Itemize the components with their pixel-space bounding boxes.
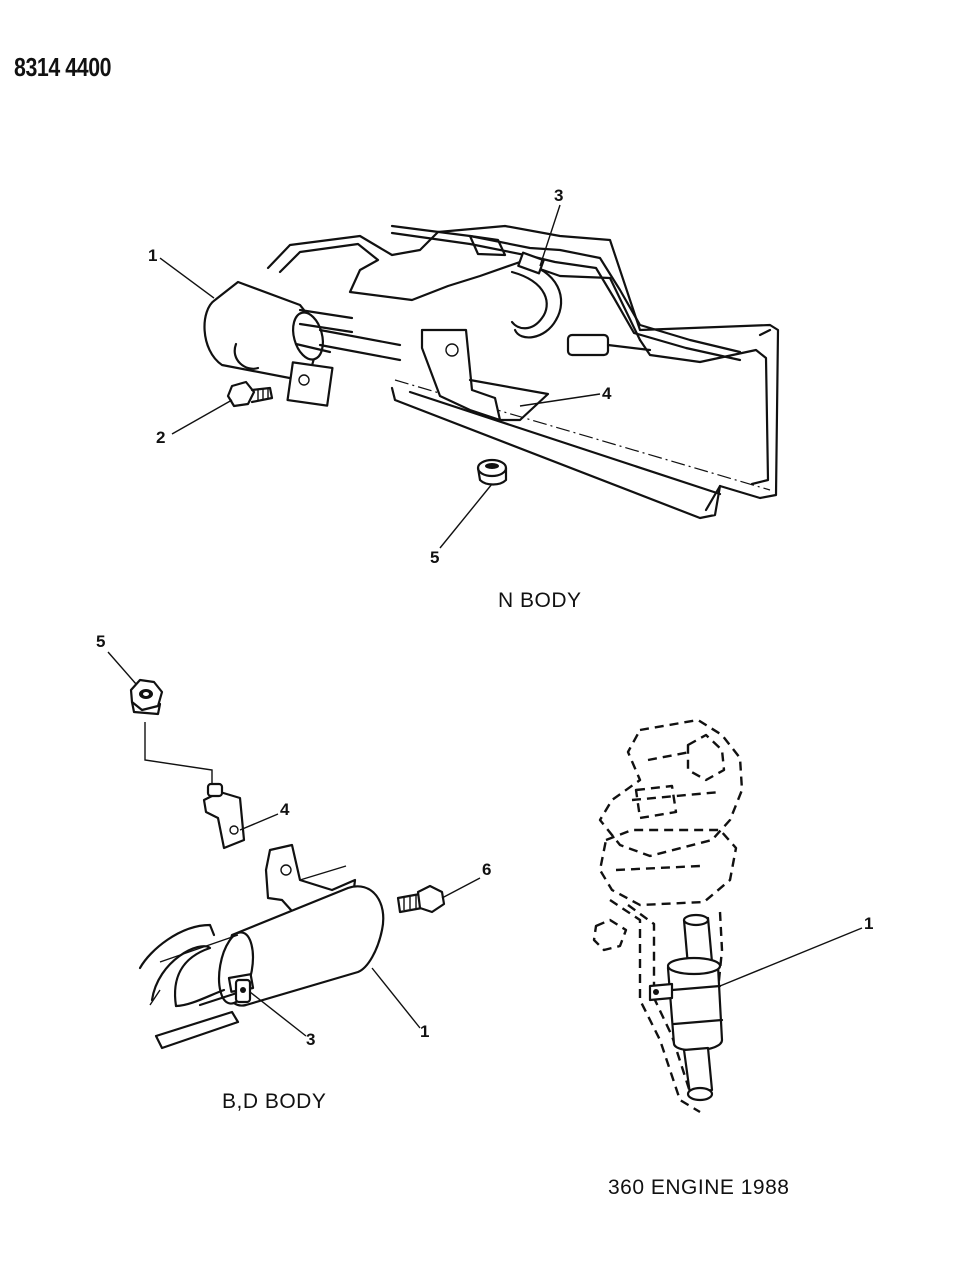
- engine-filter: [648, 913, 724, 1102]
- hose-loop: [510, 251, 563, 339]
- bracket: [420, 328, 550, 422]
- callout-bd-6: 6: [482, 860, 492, 879]
- caption-bd-body: B,D BODY: [222, 1090, 327, 1113]
- bolt-6: [396, 884, 446, 914]
- engine-leader: [719, 927, 863, 987]
- callout-n-4: 4: [602, 384, 612, 403]
- callout-bd-4: 4: [280, 800, 290, 819]
- callout-n-3: 3: [554, 186, 564, 205]
- caption-engine: 360 ENGINE 1988: [608, 1176, 790, 1199]
- callout-n-2: 2: [156, 428, 166, 447]
- bd-body-view: [107, 651, 481, 1050]
- nut-5: [129, 678, 164, 716]
- callout-bd-5: 5: [96, 632, 106, 651]
- bracket-4: [202, 782, 246, 850]
- stud-leader: [144, 722, 213, 784]
- n-body-leaders: [159, 204, 601, 549]
- diagram-code: 8314 4400: [14, 52, 112, 82]
- callout-engine-1: 1: [864, 914, 874, 933]
- callout-n-5: 5: [430, 548, 440, 567]
- connector: [566, 333, 652, 357]
- clamp-3: [234, 978, 252, 1004]
- engine-view: [592, 718, 863, 1114]
- bd-body-leaders: [107, 651, 481, 1037]
- callout-bd-3: 3: [306, 1030, 316, 1049]
- frame-rail: [266, 224, 780, 520]
- callout-n-1: 1: [148, 246, 158, 265]
- caption-n-body: N BODY: [498, 589, 582, 612]
- bolt-2: [226, 380, 274, 408]
- callout-bd-1: 1: [420, 1022, 430, 1041]
- fuel-filter: [203, 280, 402, 407]
- fuel-lines: [390, 224, 742, 362]
- grommet-5: [476, 458, 508, 486]
